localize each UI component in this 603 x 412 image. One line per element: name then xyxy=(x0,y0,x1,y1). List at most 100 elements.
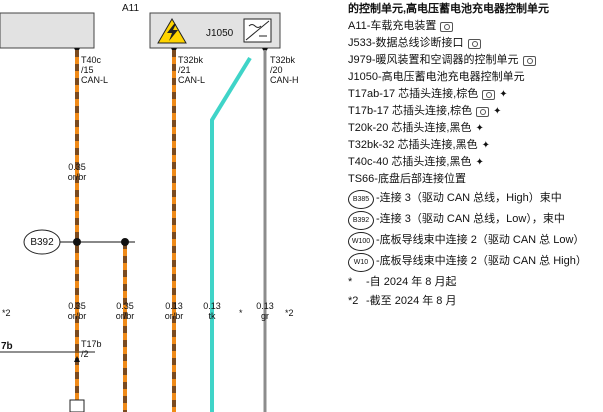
legend-item-text: -车载充电装置 xyxy=(366,20,437,32)
connection-text: -底板导线束中连接 2（驱动 CAN 总 High） xyxy=(376,255,587,267)
camera-icon[interactable] xyxy=(440,21,454,32)
legend-item-text: -20 芯插头连接,黑色 xyxy=(372,122,472,134)
bottom-pin-marker xyxy=(74,356,80,362)
connection-text: -连接 3（驱动 CAN 总线，High）束中 xyxy=(376,192,562,204)
bottom-left-label: 7b xyxy=(1,341,13,352)
legend-item-text: -32 芯插头连接,黑色 xyxy=(378,139,478,151)
wire2-color: or/br xyxy=(116,311,135,321)
pin-label-signal-1: CAN-L xyxy=(81,75,108,85)
pin-label-signal-3: CAN-H xyxy=(270,75,299,85)
legend-item-text: -底盘后部连接位置 xyxy=(374,173,466,185)
wire-tk-gauge: 0.13 xyxy=(203,301,221,311)
legend-item: T20k-20 芯插头连接,黑色✦ xyxy=(348,120,603,137)
pin-label-code-3: T32bk xyxy=(270,55,296,65)
lower-wire-labels: 0.35 or/br 0.35 or/br 0.13 or/br 0.13 tk… xyxy=(68,301,274,321)
pin-label-code-1: T40c xyxy=(81,55,102,65)
wire-gr-color: gr xyxy=(261,311,269,321)
charger-symbol-icon xyxy=(243,18,272,43)
connection-badge: B385 xyxy=(348,190,374,209)
wire2-gauge: 0.35 xyxy=(116,301,134,311)
note-key: * xyxy=(348,276,353,288)
legend-item-text: -高电压蓄电池充电器控制单元 xyxy=(377,71,525,83)
pin-label-num-2: /21 xyxy=(178,65,191,75)
connection-badge: B392 xyxy=(348,211,374,230)
legend-item-text: -17 芯插头连接,棕色 xyxy=(373,105,473,117)
connector-plug-icon[interactable]: ✦ xyxy=(481,140,490,151)
legend-item-text: -40 芯插头连接,黑色 xyxy=(372,156,472,168)
wire-gr-gauge: 0.13 xyxy=(256,301,274,311)
camera-icon[interactable] xyxy=(476,106,490,117)
node-b392-badge xyxy=(23,229,61,255)
connection-text: -底板导线束中连接 2（驱动 CAN 总 Low） xyxy=(376,234,585,246)
module-a11-label: A11 xyxy=(122,3,139,14)
pin-label-code-2: T32bk xyxy=(178,55,204,65)
note-text: -自 2024 年 8 月起 xyxy=(366,276,457,288)
legend-note: * -自 2024 年 8 月起 xyxy=(348,274,603,291)
legend-item-key: T40c xyxy=(348,156,373,168)
bottom-pin-code: T17b xyxy=(81,339,102,349)
connector-plug-icon[interactable]: ✦ xyxy=(493,106,502,117)
legend-item-key: J979 xyxy=(348,54,372,66)
legend-item: T32bk-32 芯插头连接,黑色✦ xyxy=(348,137,603,154)
legend-item-key: T17ab xyxy=(348,88,380,100)
legend-connection: W10-底板导线束中连接 2（驱动 CAN 总 High） xyxy=(348,253,603,272)
note-mark-mid: * xyxy=(239,308,243,318)
note-mark-left: *2 xyxy=(2,308,11,318)
note-key: *2 xyxy=(348,295,359,307)
junction-dot-1 xyxy=(73,238,81,246)
wire1-gauge: 0.35 xyxy=(68,301,86,311)
legend-note: *2 -截至 2024 年 8 月 xyxy=(348,293,603,310)
legend-item: T17b-17 芯插头连接,棕色✦ xyxy=(348,103,603,120)
legend-item: T17ab-17 芯插头连接,棕色 ✦ xyxy=(348,86,603,103)
legend-item: J533-数据总线诊断接口 xyxy=(348,35,603,52)
note-text: -截至 2024 年 8 月 xyxy=(366,295,457,307)
wire1-mid-color: or/br xyxy=(68,172,87,182)
legend-notes: * -自 2024 年 8 月起 *2 -截至 2024 年 8 月 xyxy=(348,274,603,310)
wire-tk-color: tk xyxy=(208,311,216,321)
bottom-connector-box xyxy=(69,399,85,412)
bottom-pin-num: /2 xyxy=(81,349,89,359)
legend-item-key: T20k xyxy=(348,122,373,134)
node-b392-label: B392 xyxy=(30,237,54,248)
junction-dot-2 xyxy=(121,238,129,246)
legend-item-key: J533 xyxy=(348,37,372,49)
module-a11-box xyxy=(0,12,95,49)
legend-item: TS66-底盘后部连接位置 xyxy=(348,171,603,188)
legend-item-key: T32bk xyxy=(348,139,379,151)
pin-label-num-1: /15 xyxy=(81,65,94,75)
camera-icon[interactable] xyxy=(522,55,536,66)
legend-item-text: -数据总线诊断接口 xyxy=(371,37,464,49)
pin-markers xyxy=(74,48,268,54)
high-voltage-warning-icon xyxy=(157,18,187,44)
legend-item: A11 -车载充电装置 xyxy=(348,18,603,35)
wire-tk xyxy=(210,56,252,412)
camera-icon[interactable] xyxy=(467,38,481,49)
legend-item: J979-暖风装置和空调器的控制单元 xyxy=(348,52,603,69)
legend-item-key: A11 xyxy=(348,20,367,32)
camera-icon[interactable] xyxy=(482,89,496,100)
wire1-mid-gauge: 0.35 xyxy=(68,162,86,172)
wire1-color: or/br xyxy=(68,311,87,321)
connection-badge: W100 xyxy=(348,232,374,251)
wire3-gauge: 0.13 xyxy=(165,301,183,311)
legend-item-key: TS66 xyxy=(348,173,375,185)
wire3-color: or/br xyxy=(165,311,184,321)
pin-label-num-3: /20 xyxy=(270,65,283,75)
connector-plug-icon[interactable]: ✦ xyxy=(475,123,484,134)
legend-connection: B392-连接 3（驱动 CAN 总线，Low），束中 xyxy=(348,211,603,230)
legend-item-text: -17 芯插头连接,棕色 xyxy=(379,88,479,100)
legend-item-key: J1050 xyxy=(348,71,378,83)
connector-plug-icon[interactable]: ✦ xyxy=(475,157,484,168)
connection-badge: W10 xyxy=(348,253,374,272)
legend-item-text: -暖风装置和空调器的控制单元 xyxy=(371,54,519,66)
module-j1050-label: J1050 xyxy=(206,28,234,39)
legend-connection: W100-底板导线束中连接 2（驱动 CAN 总 Low） xyxy=(348,232,603,251)
legend-title: 的控制单元,高电压蓄电池充电器控制单元 xyxy=(348,3,550,15)
wiring-diagram: A11 J1050 B392 T40c /15 xyxy=(0,3,299,412)
note-mark-right: *2 xyxy=(285,308,294,318)
legend-item: T40c-40 芯插头连接,黑色✦ xyxy=(348,154,603,171)
connector-plug-icon[interactable]: ✦ xyxy=(499,89,508,100)
connection-text: -连接 3（驱动 CAN 总线，Low），束中 xyxy=(376,213,565,225)
